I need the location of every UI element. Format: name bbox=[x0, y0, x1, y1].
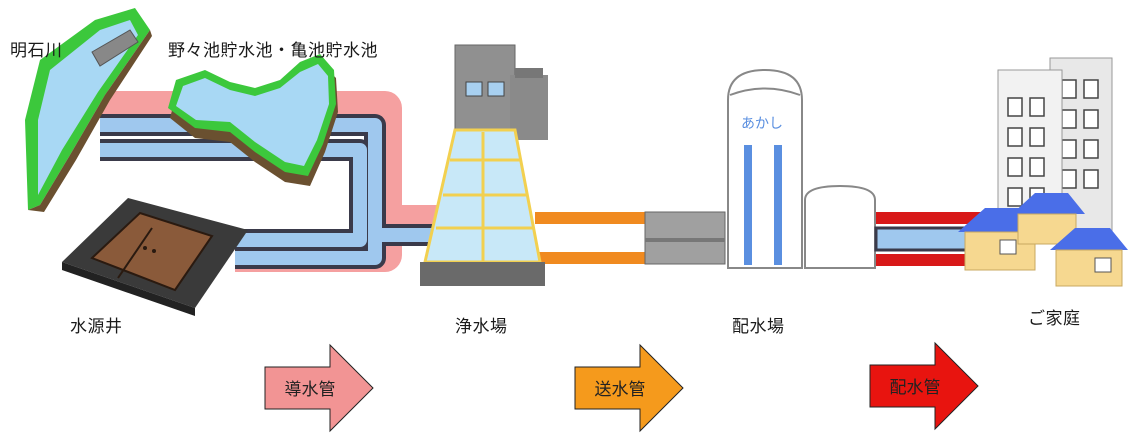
distribution-label: 配水場 bbox=[732, 317, 785, 337]
well-illustration bbox=[62, 198, 248, 316]
arrow-distribution-label: 配水管 bbox=[890, 378, 941, 398]
purification-plant-illustration bbox=[420, 44, 548, 286]
distribution-pipes bbox=[874, 212, 988, 266]
river-label: 明石川 bbox=[10, 41, 63, 61]
tank-text: あかし bbox=[741, 116, 783, 132]
reservoir-label: 野々池貯水池・亀池貯水池 bbox=[168, 41, 378, 61]
arrow-distribution: 配水管 bbox=[869, 341, 979, 431]
homes-illustration bbox=[958, 57, 1128, 287]
reservoir-illustration bbox=[168, 54, 338, 186]
homes-label: ご家庭 bbox=[1028, 309, 1081, 329]
arrow-conduit-label: 導水管 bbox=[285, 380, 336, 400]
purification-label: 浄水場 bbox=[455, 317, 508, 337]
transmission-pipes bbox=[535, 212, 645, 264]
well-label: 水源井 bbox=[70, 317, 123, 337]
arrow-transmission-label: 送水管 bbox=[595, 380, 646, 400]
distribution-plant-illustration: あかし bbox=[644, 68, 876, 269]
arrow-conduit: 導水管 bbox=[264, 343, 374, 433]
river-illustration bbox=[25, 8, 152, 212]
arrow-transmission: 送水管 bbox=[574, 343, 684, 433]
